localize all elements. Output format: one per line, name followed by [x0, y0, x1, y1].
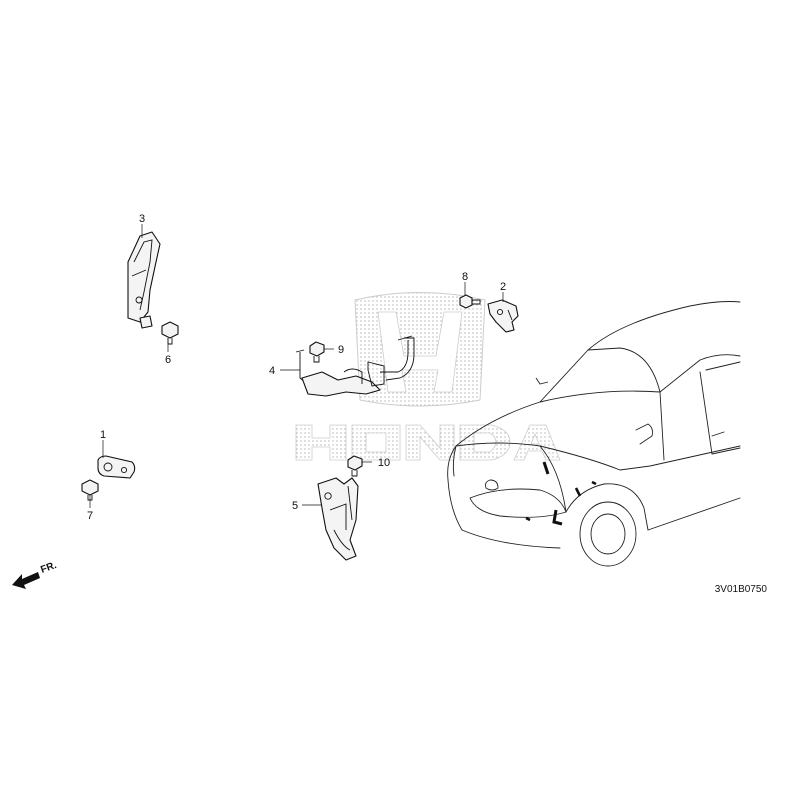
callout-5: 5	[292, 500, 298, 512]
part-1-bracket	[97, 455, 136, 479]
vehicle-outline	[447, 301, 741, 567]
honda-watermark-logo	[295, 292, 561, 461]
callout-1: 1	[100, 429, 106, 441]
part-6-bolt	[161, 321, 179, 345]
callout-7: 7	[87, 510, 93, 522]
part-7-bolt	[81, 479, 99, 501]
callout-9: 9	[338, 344, 344, 356]
honda-watermark-lettering	[295, 424, 561, 461]
part-2-bracket	[487, 299, 519, 333]
part-4-bracket	[295, 335, 415, 397]
callout-4: 4	[269, 365, 275, 377]
callout-3: 3	[139, 213, 145, 225]
callout-2: 2	[500, 281, 506, 293]
callout-6: 6	[165, 354, 171, 366]
diagram-code: 3V01B0750	[715, 584, 768, 595]
callout-10: 10	[378, 457, 390, 469]
part-8-bolt	[459, 294, 481, 309]
front-direction-label: FR.	[39, 560, 58, 576]
callout-8: 8	[462, 271, 468, 283]
part-5-bracket	[317, 477, 359, 561]
leader-lines	[89, 224, 504, 508]
front-direction-arrow-icon	[12, 572, 40, 589]
part-3-bracket	[127, 231, 161, 329]
part-9-bolt	[309, 341, 325, 363]
part-10-bolt	[347, 455, 363, 477]
